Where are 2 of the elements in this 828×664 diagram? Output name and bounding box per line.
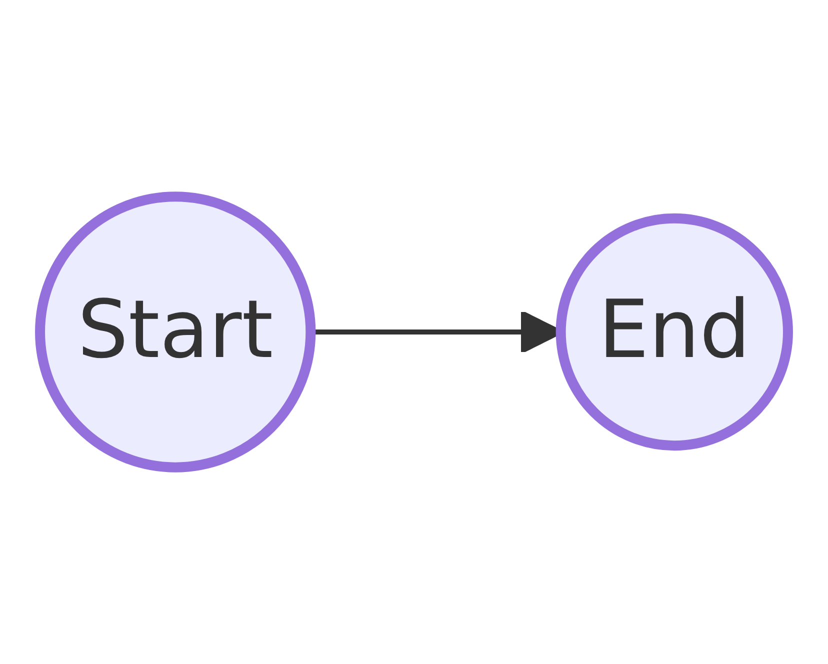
node-circle: Start xyxy=(35,192,316,472)
node-circle: End xyxy=(556,213,793,451)
